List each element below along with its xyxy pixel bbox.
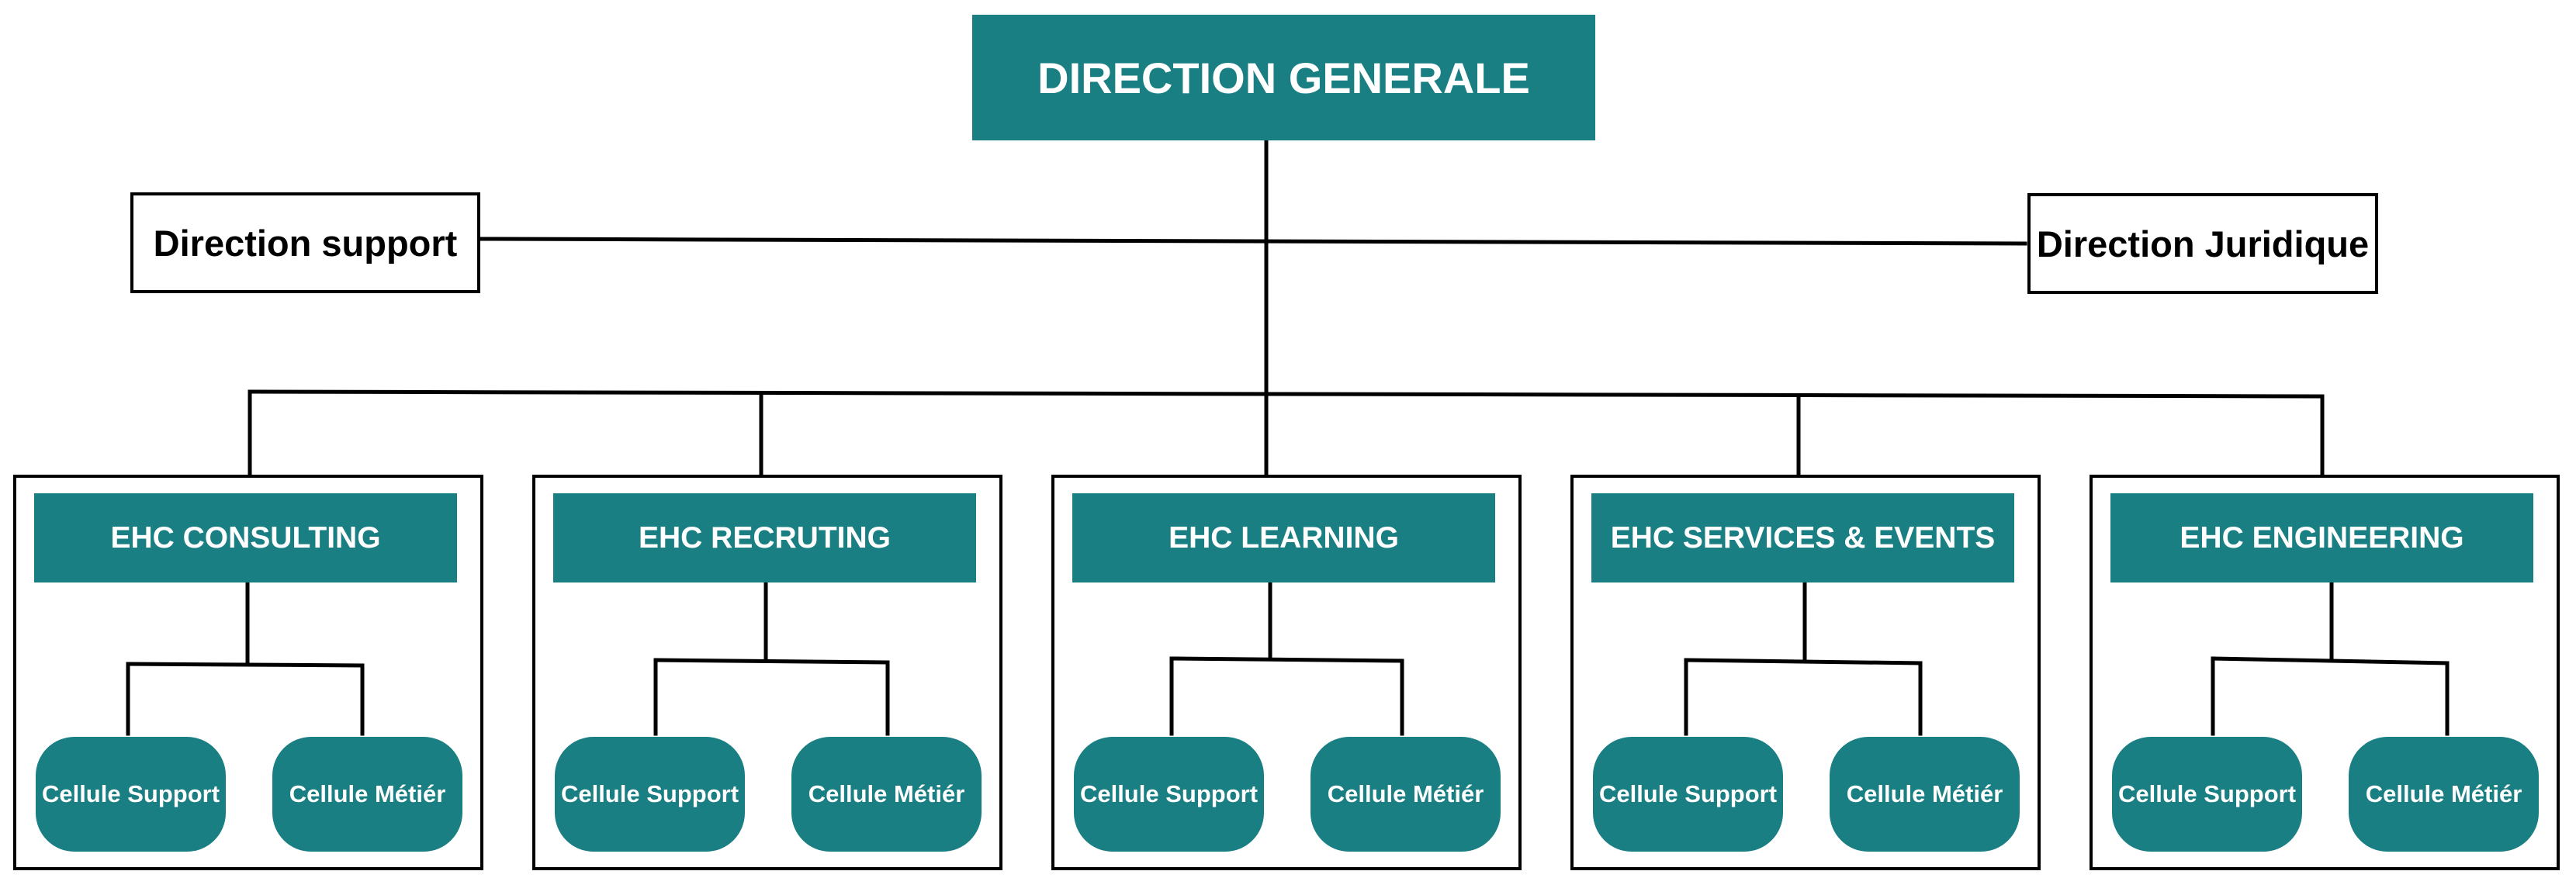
- side-directions-line: [477, 237, 2027, 246]
- department-title: EHC ENGINEERING: [2110, 493, 2533, 582]
- department-title: EHC CONSULTING: [34, 493, 457, 582]
- department-engineering: EHC ENGINEERING Cellule Support Cellule …: [2090, 475, 2560, 870]
- direction-generale-box: DIRECTION GENERALE: [972, 15, 1595, 140]
- departments-bus: [248, 389, 2325, 399]
- cellule-metier: Cellule Métiér: [272, 737, 462, 852]
- cellule-metier: Cellule Métiér: [791, 737, 982, 852]
- department-title: EHC SERVICES & EVENTS: [1591, 493, 2014, 582]
- department-consulting: EHC CONSULTING Cellule Support Cellule M…: [13, 475, 483, 870]
- cellule-support: Cellule Support: [2112, 737, 2302, 852]
- direction-juridique-box: Direction Juridique: [2027, 193, 2378, 294]
- department-recruting: EHC RECRUTING Cellule Support Cellule Mé…: [532, 475, 1002, 870]
- cellule-support: Cellule Support: [36, 737, 226, 852]
- cellule-metier: Cellule Métiér: [1830, 737, 2020, 852]
- department-learning: EHC LEARNING Cellule Support Cellule Mét…: [1051, 475, 1522, 870]
- cellule-metier: Cellule Métiér: [2349, 737, 2539, 852]
- cellule-support: Cellule Support: [1074, 737, 1264, 852]
- direction-support-box: Direction support: [130, 192, 480, 293]
- cellule-support: Cellule Support: [555, 737, 745, 852]
- cellule-support: Cellule Support: [1593, 737, 1783, 852]
- department-title: EHC RECRUTING: [553, 493, 976, 582]
- department-services-events: EHC SERVICES & EVENTS Cellule Support Ce…: [1570, 475, 2041, 870]
- department-title: EHC LEARNING: [1072, 493, 1495, 582]
- cellule-metier: Cellule Métiér: [1311, 737, 1501, 852]
